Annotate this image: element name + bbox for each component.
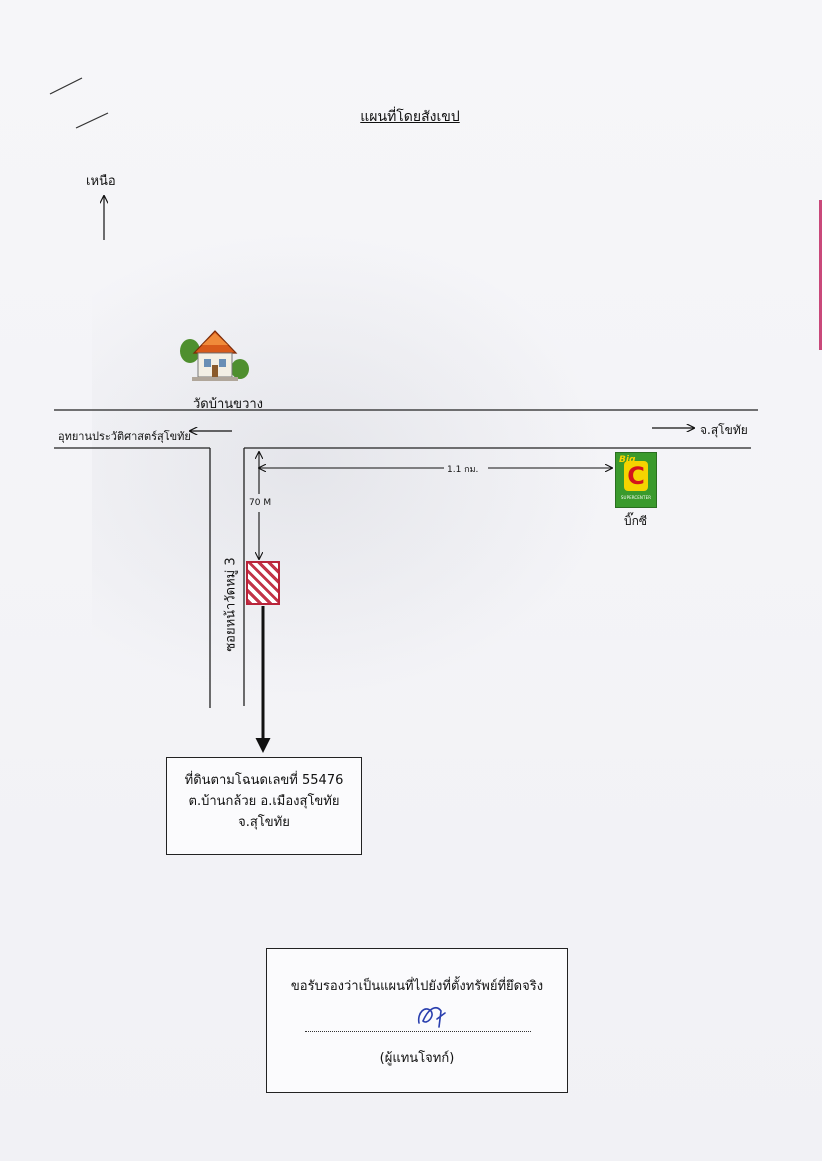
temple-label: วัดบ้านขวาง [193, 397, 264, 412]
side-road-label: ซอยหน้าวัดหมู่ 3 [223, 557, 239, 652]
big-c-logo: Big C SUPERCENTER [615, 452, 657, 508]
land-plot-marker [246, 561, 280, 605]
big-c-logo-subtitle: SUPERCENTER [620, 495, 652, 500]
province-line: จ.สุโขทัย [238, 815, 290, 830]
signer-role: (ผู้แทนโจทก์) [379, 1051, 455, 1066]
certification-box: ขอรับรองว่าเป็นแผนที่ไปยังที่ตั้งทรัพย์ท… [266, 948, 568, 1093]
subdistrict-district-line: ต.บ้านกล้วย อ.เมืองสุโขทัย [188, 794, 340, 809]
deed-number-line: ที่ดินตามโฉนดเลขที่ 55476 [184, 773, 344, 788]
page-edge-mark [819, 200, 822, 350]
big-c-logo-word: Big [619, 455, 636, 465]
sukhothai-direction-label: จ.สุโขทัย [700, 423, 748, 437]
plot-info-box: ที่ดินตามโฉนดเลขที่ 55476 ต.บ้านกล้วย อ.… [166, 757, 362, 855]
north-label: เหนือ [86, 174, 116, 189]
store-label: บิ๊กซี [624, 514, 648, 528]
distance-to-store-label: 1.1 กม. [447, 465, 479, 475]
page-title: แผนที่โดยสังเขป [360, 109, 460, 125]
certification-statement: ขอรับรองว่าเป็นแผนที่ไปยังที่ตั้งทรัพย์ท… [290, 979, 544, 994]
temple-house-icon [180, 330, 249, 381]
distance-to-plot-label: 70 M [249, 498, 272, 508]
signature-line [305, 1031, 531, 1032]
scan-mark [49, 77, 83, 95]
scan-mark [75, 112, 109, 129]
signature-mark [417, 1007, 446, 1028]
historical-park-label: อุทยานประวัติศาสตร์สุโขทัย [58, 430, 191, 443]
big-c-logo-letter: C [624, 461, 648, 491]
